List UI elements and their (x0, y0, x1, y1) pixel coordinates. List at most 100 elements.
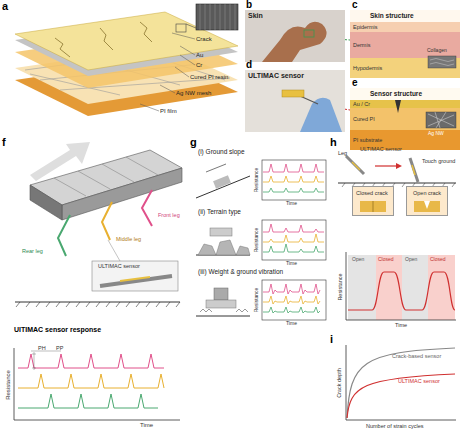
figure-label: Closed (378, 257, 394, 263)
node-text: Open crack (413, 190, 441, 196)
sem-inset (196, 4, 238, 30)
crack-state-box: Open crack (406, 186, 448, 216)
ultimac-curve (347, 374, 455, 418)
trace (263, 284, 320, 294)
front-trace (18, 354, 164, 368)
leader-lines (140, 33, 195, 111)
robot-front (30, 185, 62, 220)
structure-panel: Skin structureEpidermisDermisHypodermis (350, 10, 460, 78)
figure-label: Cr (196, 62, 202, 69)
sensor-lifted (352, 162, 360, 170)
figure-label: Time (395, 322, 407, 328)
panel-letter: a (2, 0, 8, 12)
panel-letter: e (352, 77, 358, 88)
sensor-layer: Au / Cr (350, 100, 460, 108)
front-leg (142, 190, 152, 226)
closed-region (428, 255, 455, 320)
node-text: Au / Cr (353, 101, 370, 107)
rear-trace (18, 394, 158, 408)
node-text: Closed crack (356, 190, 388, 196)
crack-based-curve (347, 348, 455, 418)
crack-lines (55, 22, 152, 57)
figure-label: Au (196, 52, 203, 59)
robot-modules (54, 157, 158, 196)
figure-label: Open (352, 257, 364, 263)
figure-label: PH (38, 345, 46, 351)
robot-side (62, 168, 182, 220)
figure-label: PI film (160, 108, 177, 115)
sensor-strip (282, 90, 304, 97)
panel-letter: d (246, 59, 252, 70)
middle-leg (102, 202, 112, 240)
terrain-robot (210, 228, 232, 236)
inset-leg (100, 276, 172, 286)
figure-label: (ii) Terrain type (198, 208, 241, 215)
inset-sensor (120, 277, 150, 281)
figure-label: Crack depth (336, 368, 342, 398)
slope-arrow (206, 164, 226, 172)
ground-hatch (16, 302, 180, 307)
figure-label: Middle leg (116, 236, 141, 242)
glove-shape (300, 98, 342, 132)
photo-panel: Skin (245, 10, 345, 62)
h-curve (348, 272, 455, 310)
motion-arrowhead (396, 163, 402, 169)
figure-label: Touch ground (422, 158, 455, 164)
sensor-layer: Cured PI (350, 108, 460, 130)
figure-label: Resistance (254, 168, 260, 193)
node-text: Sensor structure (370, 90, 422, 97)
middle-trace (18, 374, 164, 388)
figure-label: Resistance (254, 228, 260, 253)
weight-robot (206, 300, 236, 308)
trace (263, 176, 324, 182)
plot-frame (262, 280, 326, 320)
vibration-lines (200, 309, 248, 312)
h-axes (346, 252, 456, 320)
zoom-line (186, 24, 196, 28)
plot-frame (262, 220, 326, 260)
skin-zoom-mark (304, 30, 314, 37)
crack-state-box: Closed crack (352, 186, 394, 216)
figure-label: Ag NW (428, 131, 444, 137)
slope-robot (213, 175, 231, 188)
figure-label: Crack (196, 36, 212, 43)
ph-pp-marks (31, 351, 61, 370)
node-text: Dermis (353, 42, 370, 48)
trace (263, 188, 324, 192)
figure-label: ULTIMAC sensor (398, 378, 440, 384)
panel-letter: b (246, 0, 252, 10)
figure-label: (i) Ground slope (198, 148, 245, 155)
figure-label: Front leg (158, 212, 180, 218)
node-text: Epidermis (353, 24, 377, 30)
arm-shape (262, 22, 327, 62)
vibration-ground (196, 316, 250, 317)
structure-panel: Sensor structureAu / CrCured PI PI substr… (350, 88, 460, 150)
figure-label: Rear leg (22, 248, 43, 254)
sensor-touching (412, 165, 415, 175)
figure-label: Time (140, 422, 153, 429)
figure-label: ULTIMAC sensor (98, 263, 140, 269)
trace (263, 296, 320, 304)
figure-label: Time (286, 201, 297, 207)
skin-layer: Dermis (350, 32, 460, 58)
node-text: PI substrate (353, 137, 382, 143)
i-axes (346, 345, 456, 420)
node-text: Hypodermis (353, 65, 382, 71)
figure-label: Closed (430, 257, 446, 263)
figure-label: Resistance (5, 370, 12, 400)
figure-label: Ag NW mesh (176, 90, 211, 97)
terrain-rocks (198, 240, 250, 255)
slope-ground (196, 176, 250, 198)
figure-label: Time (286, 261, 297, 267)
figure-label: PP (56, 345, 63, 351)
trace (263, 224, 324, 232)
sem-texture (200, 4, 235, 30)
trace (263, 244, 324, 252)
figure-label: Crack-based sensor (392, 353, 441, 359)
panel-letter: h (330, 136, 337, 148)
node-text: Skin (248, 12, 263, 20)
trace (263, 234, 324, 242)
figure-label: Cured PI resin (190, 74, 228, 81)
figure-label: UlTIMAC sensor response (14, 326, 101, 334)
sensor-inset (92, 261, 178, 291)
